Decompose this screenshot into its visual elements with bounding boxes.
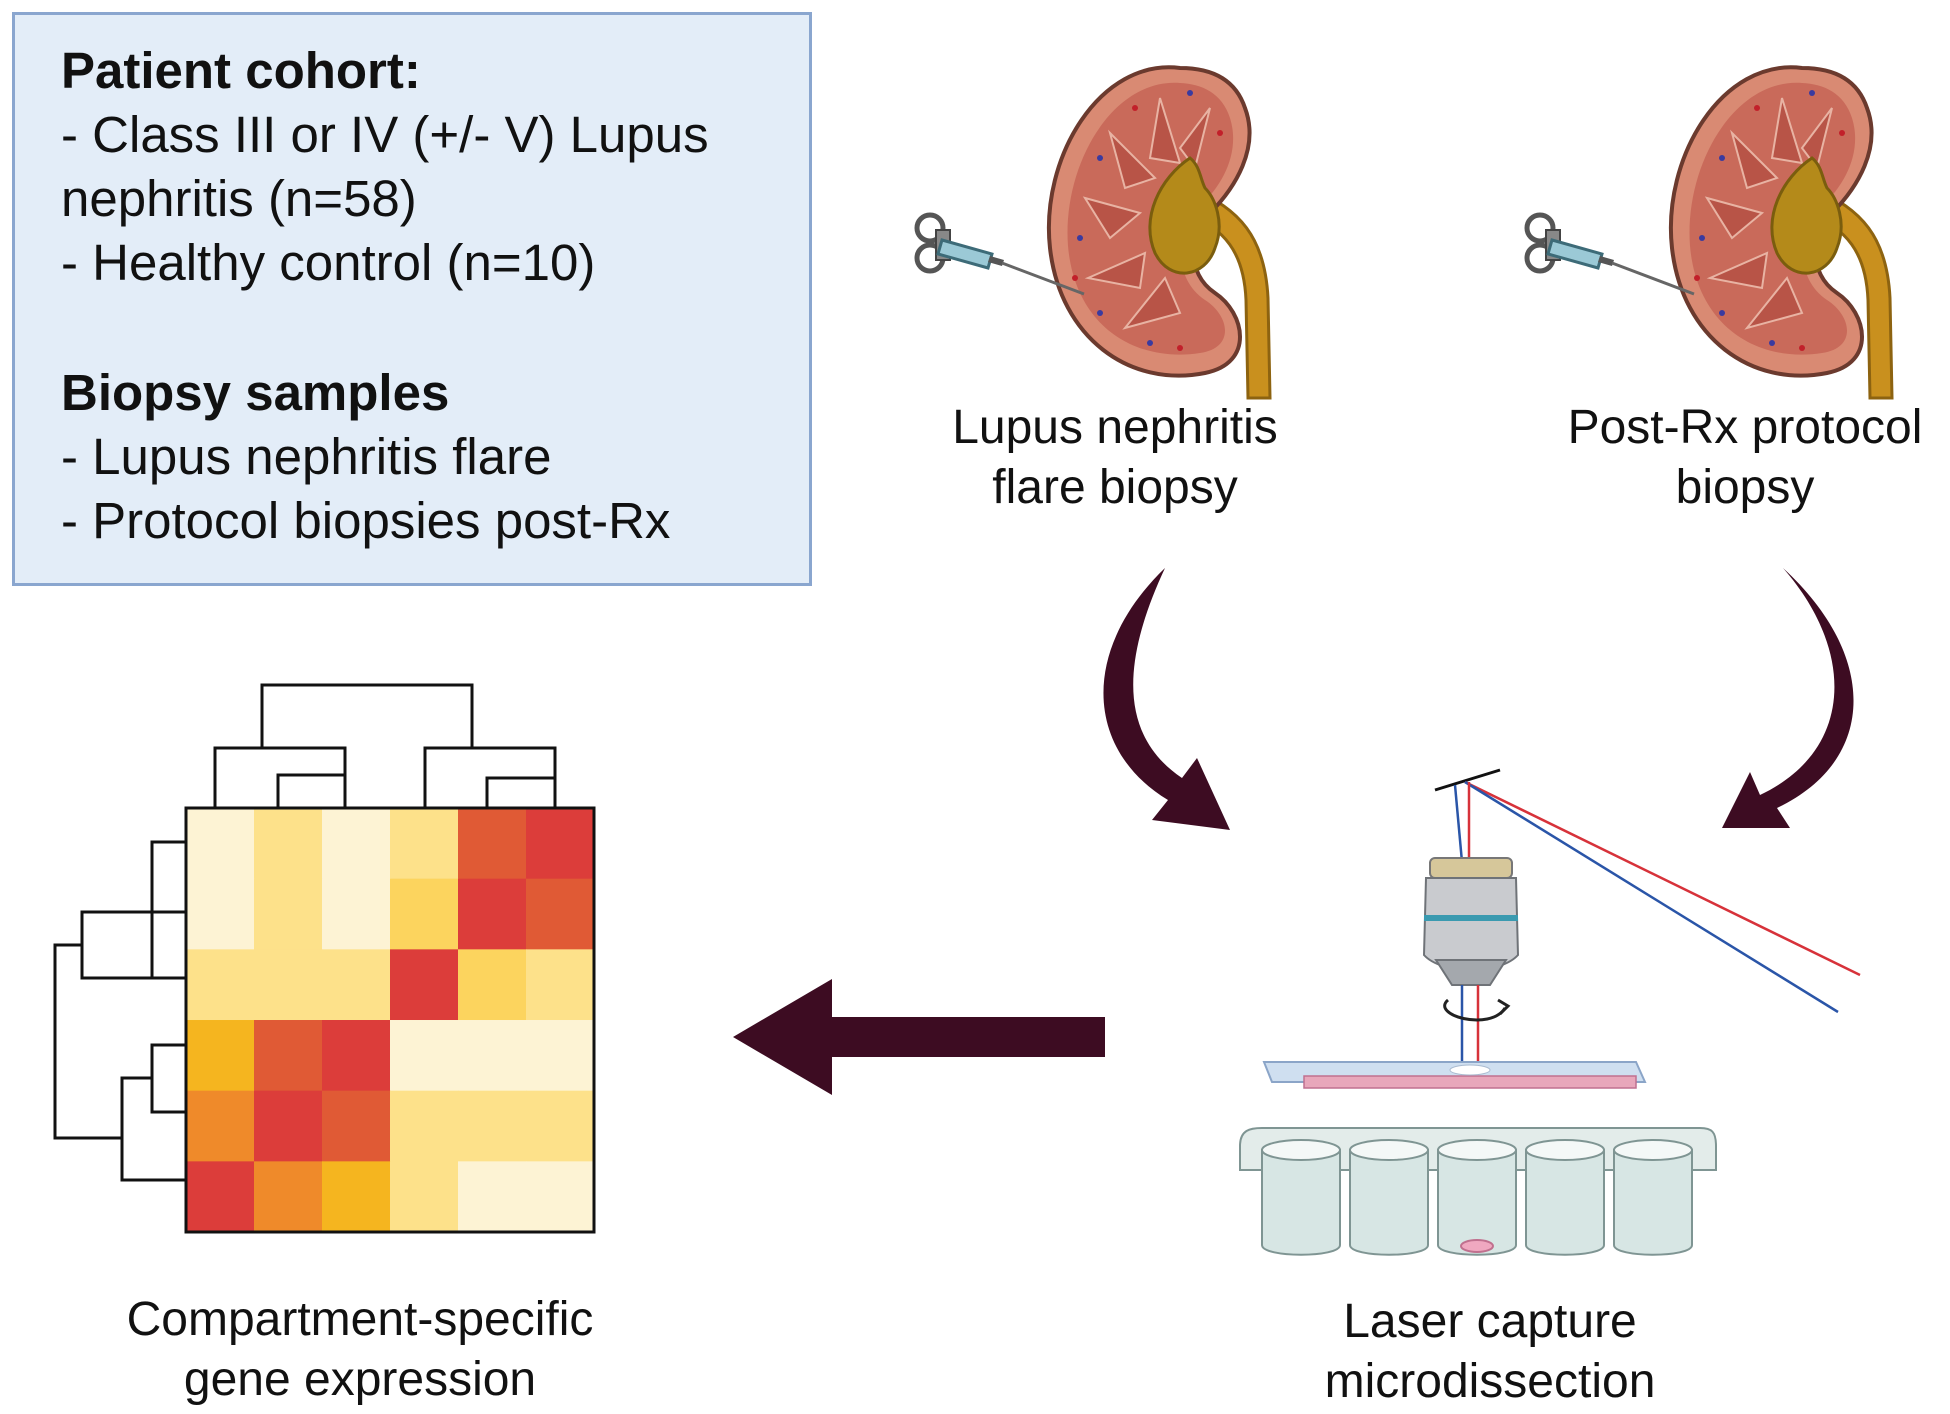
heatmap-cell xyxy=(322,949,391,1021)
heatmap-cell xyxy=(254,1020,323,1092)
cohort-info-box: Patient cohort: - Class III or IV (+/- V… xyxy=(12,12,812,586)
laser-capture-microscope xyxy=(1262,768,1861,1089)
heatmap-cell xyxy=(458,1090,527,1162)
heatmap-cell xyxy=(186,1161,255,1233)
heatmap-cell xyxy=(254,1090,323,1162)
collection-tubes xyxy=(1239,1127,1717,1256)
kidney-flare-illustration xyxy=(1046,65,1272,401)
laser-capture-label-line1: Laser capture xyxy=(1343,1295,1637,1348)
heatmap-cell xyxy=(390,878,459,950)
heatmap-cell xyxy=(254,1161,323,1233)
laser-capture-label-line2: microdissection xyxy=(1324,1355,1656,1408)
heatmap-cell xyxy=(390,1161,459,1233)
heatmap-cell xyxy=(186,878,255,950)
flare-biopsy-label: Lupus nephritis flare biopsy xyxy=(890,398,1340,518)
biopsy-item-protocol: - Protocol biopsies post-Rx xyxy=(61,492,671,549)
heatmap-cell xyxy=(526,1161,595,1233)
heatmap-cell xyxy=(390,1020,459,1092)
kidney-postrx-illustration xyxy=(1668,65,1894,401)
cohort-item-control: - Healthy control (n=10) xyxy=(61,234,596,291)
laser-capture-label: Laser capture microdissection xyxy=(1270,1292,1710,1412)
gene-expression-heatmap xyxy=(186,808,595,1233)
heatmap-border xyxy=(184,806,596,1234)
cohort-item-lupus-cont: nephritis (n=58) xyxy=(61,170,417,227)
curved-arrow-postrx xyxy=(1722,568,1854,828)
heatmap-cell xyxy=(390,949,459,1021)
heatmap-cell xyxy=(186,1090,255,1162)
column-dendrogram xyxy=(213,683,557,808)
heatmap-cell xyxy=(322,1090,391,1162)
row-dendrogram xyxy=(53,840,186,1182)
postrx-biopsy-label-line2: biopsy xyxy=(1675,461,1815,514)
patient-cohort-heading: Patient cohort: xyxy=(61,42,421,99)
heatmap-cell xyxy=(186,808,255,880)
heatmap-cell xyxy=(322,808,391,880)
gene-expression-label-line1: Compartment-specific xyxy=(126,1293,594,1346)
gene-expression-label: Compartment-specific gene expression xyxy=(80,1290,640,1410)
heatmap-cell xyxy=(458,1020,527,1092)
heatmap-cell xyxy=(526,949,595,1021)
heatmap-cell xyxy=(254,949,323,1021)
heatmap-cell xyxy=(526,1090,595,1162)
postrx-biopsy-label-line1: Post-Rx protocol xyxy=(1567,401,1923,454)
heatmap-cell xyxy=(186,949,255,1021)
heatmap-cell xyxy=(390,1090,459,1162)
heatmap-cell xyxy=(458,808,527,880)
cohort-item-lupus: - Class III or IV (+/- V) Lupus xyxy=(61,106,709,163)
flare-biopsy-label-line1: Lupus nephritis xyxy=(952,401,1278,454)
flare-biopsy-label-line2: flare biopsy xyxy=(992,461,1238,514)
heatmap-cell xyxy=(458,949,527,1021)
heatmap-cell xyxy=(390,808,459,880)
heatmap-cell xyxy=(322,1020,391,1092)
postrx-biopsy-label: Post-Rx protocol biopsy xyxy=(1545,398,1945,518)
biopsy-samples-heading: Biopsy samples xyxy=(61,364,450,421)
heatmap-cell xyxy=(526,1020,595,1092)
heatmap-cell xyxy=(526,808,595,880)
gene-expression-label-line2: gene expression xyxy=(183,1353,537,1406)
heatmap-cell xyxy=(322,878,391,950)
heatmap-cell xyxy=(526,878,595,950)
heatmap-cell xyxy=(458,1161,527,1233)
arrow-left xyxy=(733,979,1105,1095)
heatmap-cell xyxy=(458,878,527,950)
spacer xyxy=(61,295,809,361)
heatmap-cell xyxy=(186,1020,255,1092)
biopsy-item-flare: - Lupus nephritis flare xyxy=(61,428,552,485)
heatmap-cell xyxy=(254,808,323,880)
heatmap-cell xyxy=(322,1161,391,1233)
curved-arrow-flare xyxy=(1103,568,1230,830)
heatmap-cell xyxy=(254,878,323,950)
